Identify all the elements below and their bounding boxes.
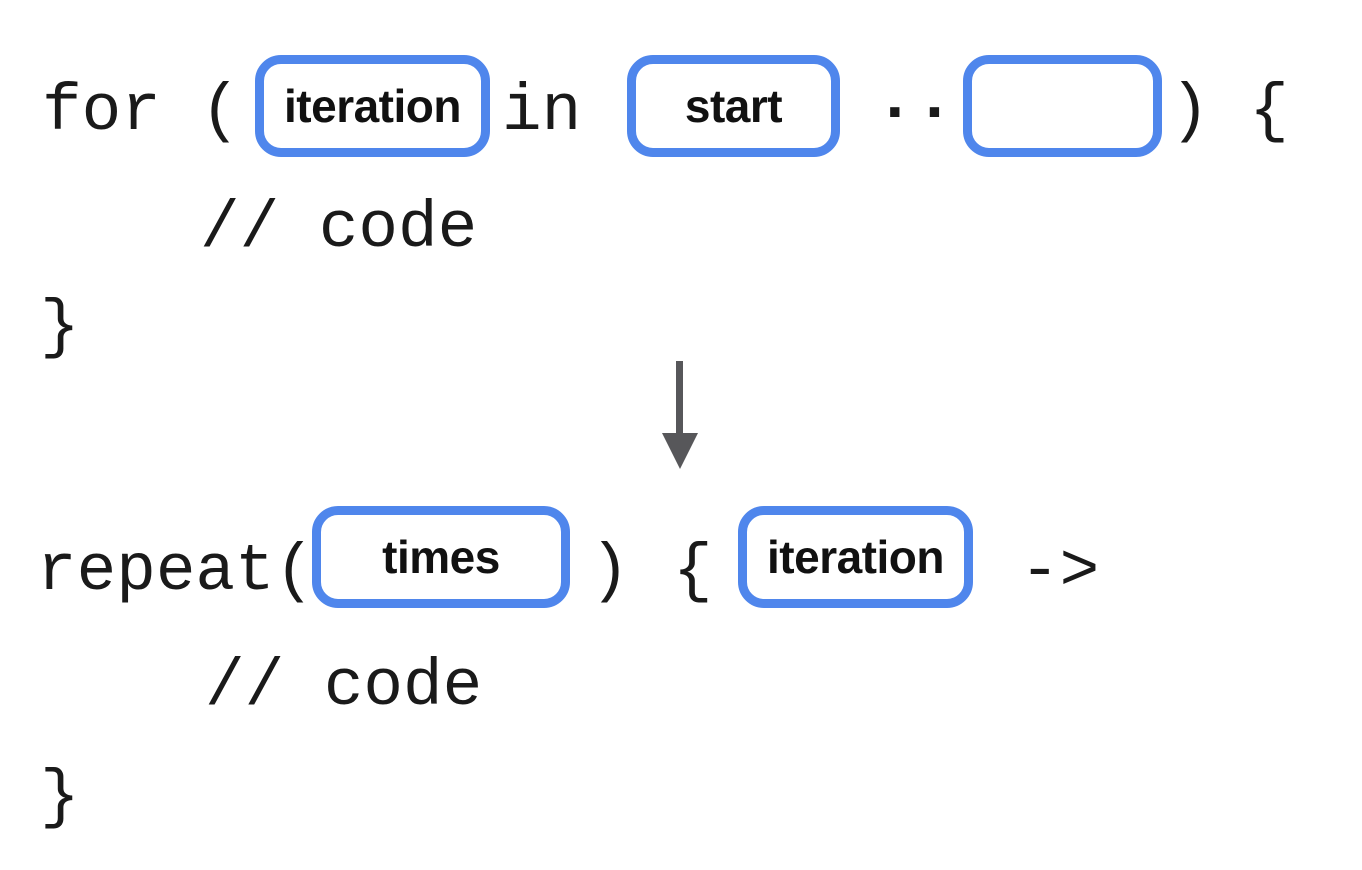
after-iteration-slot: iteration xyxy=(738,506,973,608)
after-times-slot-label: times xyxy=(382,531,500,583)
before-comment-token: // code xyxy=(200,191,478,266)
before-iteration-slot: iteration xyxy=(255,55,490,157)
after-times-slot: times xyxy=(312,506,570,608)
before-closing-brace-token: } xyxy=(40,290,80,365)
after-open-brace-token: { xyxy=(673,534,713,609)
after-comment-token: // code xyxy=(205,649,483,724)
after-lambda-arrow-token: -> xyxy=(1020,534,1100,609)
after-close-paren-token: ) xyxy=(590,534,630,609)
after-closing-brace-token: } xyxy=(40,760,80,835)
before-in-keyword-token: in xyxy=(502,74,582,149)
before-end-slot xyxy=(963,55,1162,157)
after-repeat-keyword-token: repeat( xyxy=(37,534,315,609)
before-for-keyword-token: for ( xyxy=(42,74,241,149)
after-iteration-slot-label: iteration xyxy=(767,531,944,583)
before-start-slot-label: start xyxy=(684,80,783,132)
before-iteration-slot-label: iteration xyxy=(284,80,461,132)
before-close-paren-open-brace-token: ) { xyxy=(1170,74,1289,149)
before-start-slot: start xyxy=(627,55,840,157)
transform-down-arrow-icon xyxy=(659,361,701,471)
before-range-operator-token: .. xyxy=(875,62,955,137)
